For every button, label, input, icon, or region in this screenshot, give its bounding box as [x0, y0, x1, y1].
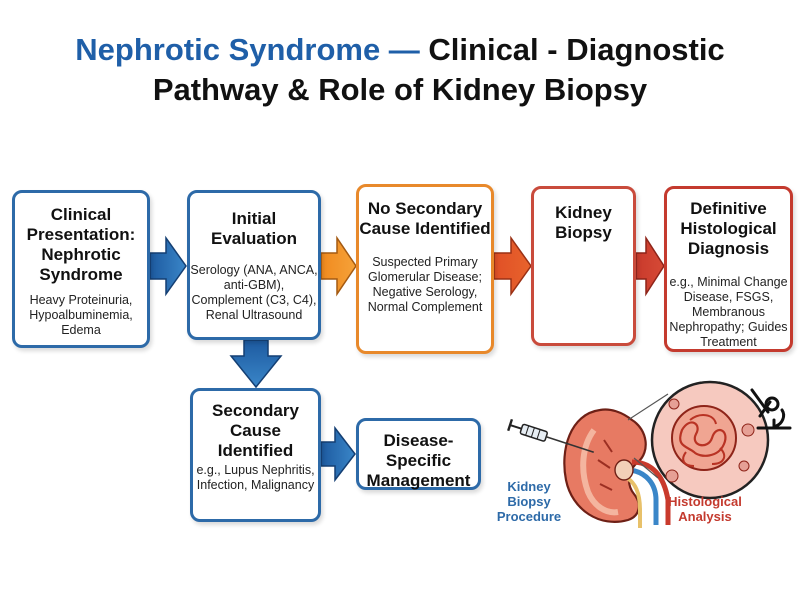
title-line-2: Pathway & Role of Kidney Biopsy	[152, 72, 648, 107]
box-initial-evaluation: Initial Evaluation Serology (ANA, ANCA, …	[187, 190, 321, 340]
arrow-biopsy-to-definitive	[635, 235, 665, 297]
secondary-head: Secondary Cause Identified	[212, 401, 299, 460]
zoom-line-bottom	[633, 457, 659, 479]
initial-head: Initial Evaluation	[211, 209, 297, 248]
box-clinical-presentation: Clinical Presentation: Nephrotic Syndrom…	[12, 190, 150, 348]
histology-magnified-circle	[650, 380, 770, 500]
box-no-secondary-cause: No Secondary Cause Identified Suspected …	[356, 184, 494, 354]
biopsy-needle-icon	[507, 418, 594, 453]
kidney-biopsy-procedure-label: Kidney Biopsy Procedure	[496, 479, 562, 524]
zoom-line-top	[627, 393, 669, 421]
arrow-nosecondary-to-biopsy	[493, 235, 532, 297]
arrow-secondary-to-management	[320, 425, 356, 483]
kidney-illustration	[563, 408, 671, 528]
clinical-body: Heavy Proteinuria, Hypoalbuminemia, Edem…	[29, 293, 133, 337]
no-secondary-head: No Secondary Cause Identified	[359, 199, 491, 238]
box-kidney-biopsy: Kidney Biopsy	[531, 186, 636, 346]
no-secondary-body: Suspected Primary Glomerular Disease; Ne…	[367, 255, 483, 314]
title-line-1: Nephrotic Syndrome — Clinical - Diagnost…	[0, 30, 800, 70]
arrow-initial-to-nosecondary	[320, 235, 357, 297]
histological-analysis-label: Histological Analysis	[668, 494, 742, 524]
arrow-initial-to-secondary	[229, 339, 283, 389]
definitive-body: e.g., Minimal Change Disease, FSGS, Memb…	[669, 275, 788, 349]
page-title: Nephrotic Syndrome — Clinical - Diagnost…	[0, 30, 800, 110]
biopsy-head: Kidney Biopsy	[555, 203, 612, 242]
arrow-clinical-to-initial	[149, 235, 187, 297]
secondary-body: e.g., Lupus Nephritis, Infection, Malign…	[196, 463, 315, 492]
box-disease-management: Disease-Specific Management	[356, 418, 481, 490]
title-accent: Nephrotic Syndrome —	[75, 32, 429, 67]
box-definitive-diagnosis: Definitive Histological Diagnosis e.g., …	[664, 186, 793, 352]
microscope-icon	[750, 388, 792, 430]
title-line1-rest: Clinical - Diagnostic	[428, 32, 725, 67]
clinical-head: Clinical Presentation: Nephrotic Syndrom…	[26, 205, 136, 284]
definitive-head: Definitive Histological Diagnosis	[680, 199, 777, 258]
box-secondary-cause: Secondary Cause Identified e.g., Lupus N…	[190, 388, 321, 522]
management-head: Disease-Specific Management	[366, 431, 471, 490]
initial-body: Serology (ANA, ANCA, anti-GBM), Compleme…	[190, 263, 318, 322]
